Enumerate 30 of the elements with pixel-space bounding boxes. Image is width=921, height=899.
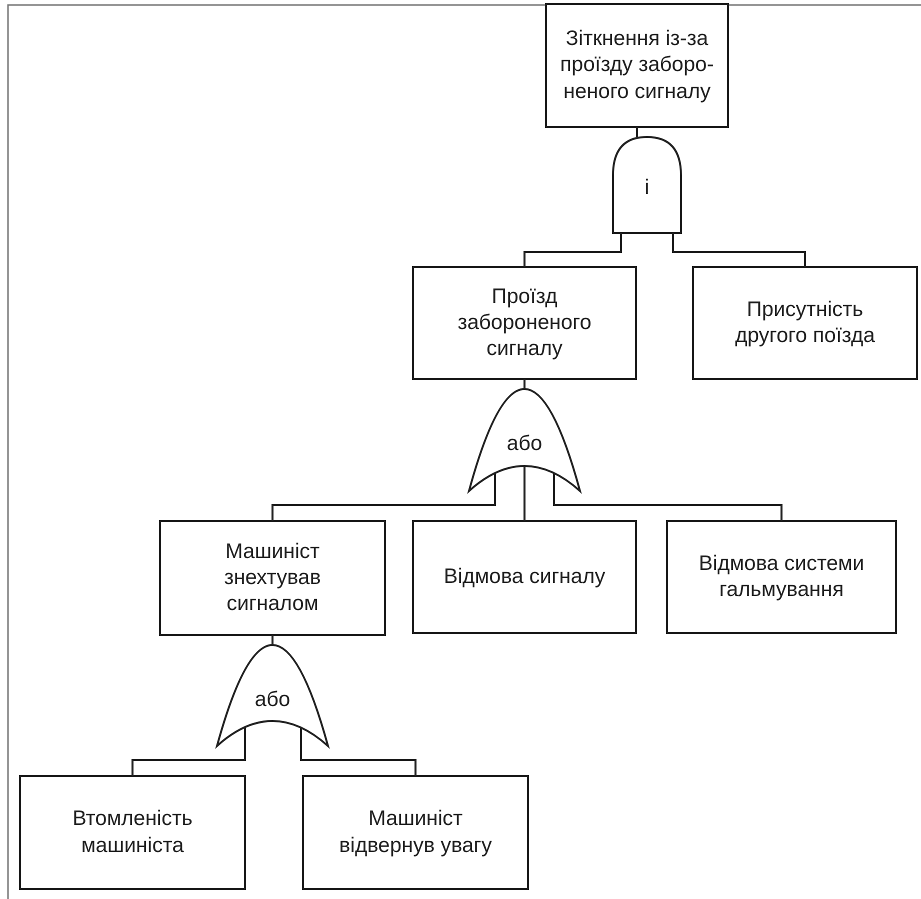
connector-line [132,727,246,775]
event-box [666,520,897,634]
event-box [19,775,246,890]
or-gate [469,389,580,491]
event-label: Відмова сигналу [444,564,606,590]
gate-label: або [254,687,292,713]
connector-line [272,473,496,520]
event-box [692,266,918,380]
connector-line [672,233,806,266]
event-label: Машиніст відвернув увагу [338,806,493,858]
gate-label: або [506,431,544,457]
event-label: Проїзд забороненого сигналу [456,284,592,362]
event-label: Відмова системи гальмування [698,550,866,603]
connector-line [553,473,782,520]
connector-line [636,128,638,137]
event-box [545,3,729,128]
event-box [412,266,637,380]
connector-line [524,233,622,266]
event-label: Машиніст знехтував сигналом [223,538,322,618]
connector-line [300,728,416,775]
connector-line [524,466,526,520]
event-box [159,520,386,636]
event-box [412,520,637,634]
event-box [302,775,529,890]
event-label: Присутність другого поїзда [734,296,876,349]
event-label: Зіткнення із-за проїзду заборо-неного сигналу [559,26,715,105]
or-gate [217,645,328,746]
gate-label: і [644,175,650,201]
and-gate [613,137,681,233]
event-label: Втомленість машиніста [71,806,194,858]
